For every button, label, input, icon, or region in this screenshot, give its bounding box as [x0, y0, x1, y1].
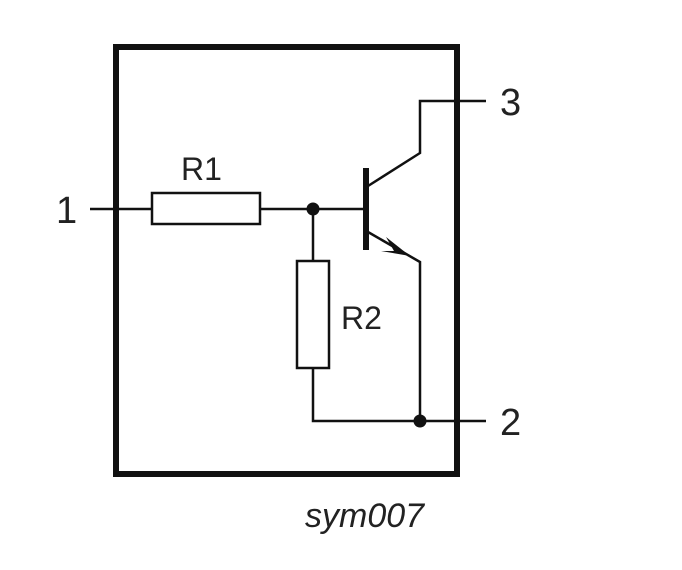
- pin-3-label: 3: [500, 82, 521, 124]
- r2-label: R2: [341, 300, 382, 336]
- r2-resistor: [295, 259, 331, 370]
- junction-dot-emitter-node: [413, 414, 427, 428]
- figure-caption: sym007: [305, 497, 425, 535]
- r2-to-emitter-wire: [311, 368, 420, 423]
- transistor-collector-line: [367, 99, 486, 188]
- package-outline: [113, 44, 460, 477]
- emitter-arrow-icon: [381, 237, 410, 256]
- pin-2-label: 2: [500, 402, 521, 444]
- r1-label: R1: [181, 151, 222, 187]
- pin-1-label: 1: [56, 190, 77, 232]
- transistor-emitter-line: [367, 230, 486, 423]
- r1-resistor: [150, 191, 262, 226]
